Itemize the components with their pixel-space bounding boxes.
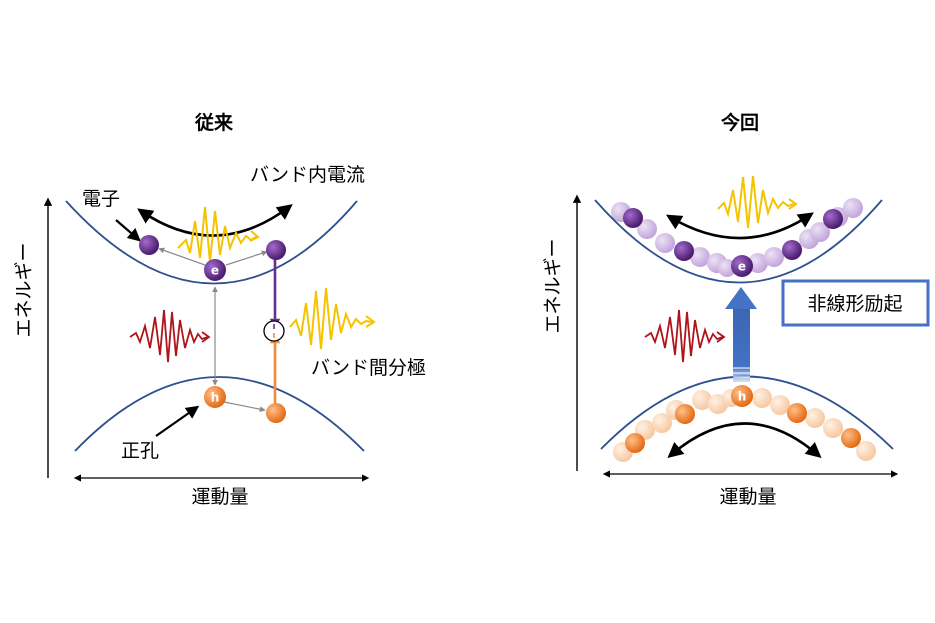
left-conduction-band xyxy=(65,200,358,285)
gray-arrow-e-left xyxy=(158,247,206,266)
hole-r2 xyxy=(675,404,695,424)
electron-label-arrow xyxy=(115,219,141,242)
left-momentum-label: 運動量 xyxy=(191,486,248,508)
right-momentum-label: 運動量 xyxy=(719,486,776,508)
electron-r4 xyxy=(823,209,843,229)
yellow-pulse-top xyxy=(177,206,257,263)
left-panel: 従来 エネルギー 運動量 バンド内電流 電子 バンド間分極 xyxy=(13,111,426,508)
yellow-pulse-right xyxy=(289,287,373,350)
electron-r3 xyxy=(782,240,802,260)
gray-arrow-e-right xyxy=(225,250,268,266)
right-conduction-band xyxy=(594,199,883,284)
hole-center xyxy=(204,386,226,408)
electron-center-letter: e xyxy=(211,264,219,278)
gray-arrow-h-right xyxy=(223,401,266,413)
hole-cloud xyxy=(613,388,876,462)
hole-r-center-letter: h xyxy=(738,390,747,404)
electron-r1 xyxy=(623,208,643,228)
left-energy-label: エネルギー xyxy=(13,242,35,337)
nonlinear-excitation-arrow xyxy=(725,287,757,382)
electron-r-center-letter: e xyxy=(738,260,746,274)
left-valence-band xyxy=(74,376,365,452)
polarization-dipole-icon xyxy=(263,320,285,342)
intraband-current-label: バンド内電流 xyxy=(250,164,365,186)
electron-label: 電子 xyxy=(82,188,120,210)
right-electron-motion-arrow xyxy=(665,212,814,240)
nonlinear-excitation-label: 非線形励起 xyxy=(807,293,902,315)
red-pulse-right xyxy=(644,309,724,363)
red-pulse-right-arrowhead xyxy=(716,331,726,343)
electron-left xyxy=(139,235,159,255)
electron-center xyxy=(204,259,226,281)
left-title: 従来 xyxy=(194,111,233,134)
interband-polarization-label: バンド間分極 xyxy=(311,357,426,379)
hole-r3 xyxy=(787,403,807,423)
yellow-pulse-right-panel-arrowhead xyxy=(788,198,798,210)
hole-r-center xyxy=(731,385,753,407)
right-hole-motion-arrow xyxy=(667,422,822,459)
electron-right xyxy=(266,240,286,260)
right-title: 今回 xyxy=(720,111,759,134)
intraband-current-arrow xyxy=(137,204,293,237)
hole-center-letter: h xyxy=(211,391,220,405)
yellow-pulse-right-panel xyxy=(717,175,795,229)
yellow-pulse-right-arrowhead xyxy=(365,315,376,328)
right-energy-label: エネルギー xyxy=(542,238,564,333)
hole-label: 正孔 xyxy=(121,440,159,462)
right-panel: 今回 エネルギー 運動量 xyxy=(542,111,930,508)
electron-r2 xyxy=(674,241,694,261)
hole-right xyxy=(266,403,286,423)
red-pulse-left-arrowhead xyxy=(201,331,211,343)
nonlinear-excitation-box xyxy=(781,279,930,327)
hole-label-arrow xyxy=(155,405,200,437)
yellow-pulse-top-arrowhead xyxy=(249,230,260,242)
hole-r4 xyxy=(841,428,861,448)
electron-r-center xyxy=(731,255,753,277)
red-pulse-left xyxy=(129,309,209,363)
hole-r1 xyxy=(625,433,645,453)
